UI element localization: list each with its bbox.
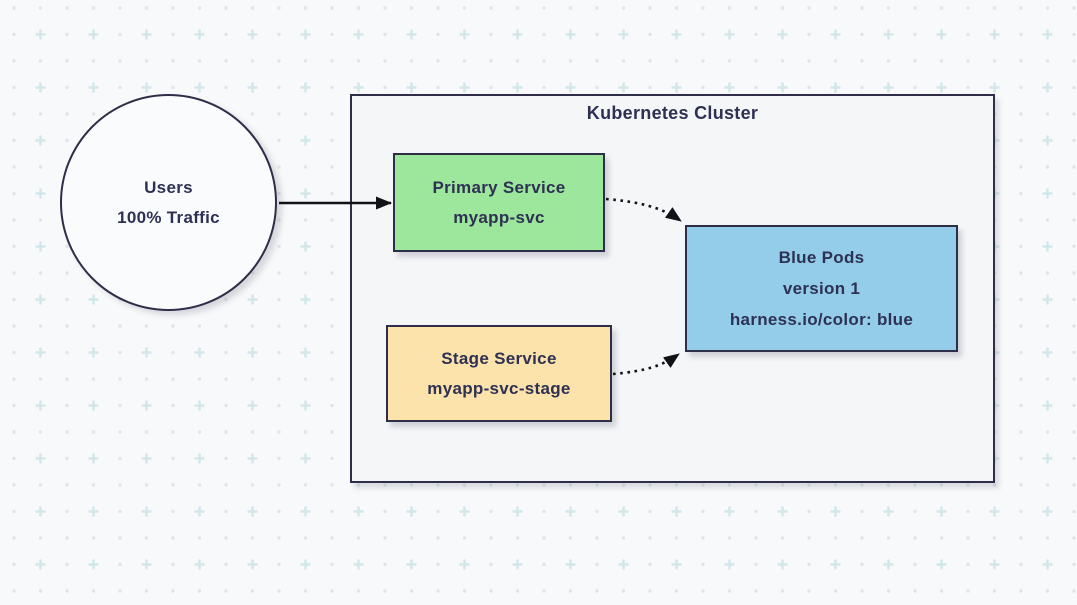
primary-service-label-line2: myapp-svc [453, 207, 545, 227]
users-label-line1: Users [144, 177, 193, 197]
blue-pods-label-line3: harness.io/color: blue [729, 310, 914, 329]
stage-service-label-line1: Stage Service [441, 348, 557, 368]
blue-pods-label-line1: Blue Pods [778, 248, 865, 267]
primary-service-node: Primary Service myapp-svc [393, 153, 605, 252]
stage-service-label-line2: myapp-svc-stage [427, 378, 571, 398]
blue-pods-label-line2: version 1 [782, 279, 861, 298]
users-label-line2: 100% Traffic [117, 207, 220, 227]
stage-service-node: Stage Service myapp-svc-stage [386, 325, 612, 422]
users-node: Users 100% Traffic [60, 94, 277, 311]
primary-service-label-line1: Primary Service [432, 177, 566, 197]
blue-pods-node: Blue Pods version 1 harness.io/color: bl… [685, 225, 958, 352]
cluster-title: Kubernetes Cluster [586, 103, 759, 123]
